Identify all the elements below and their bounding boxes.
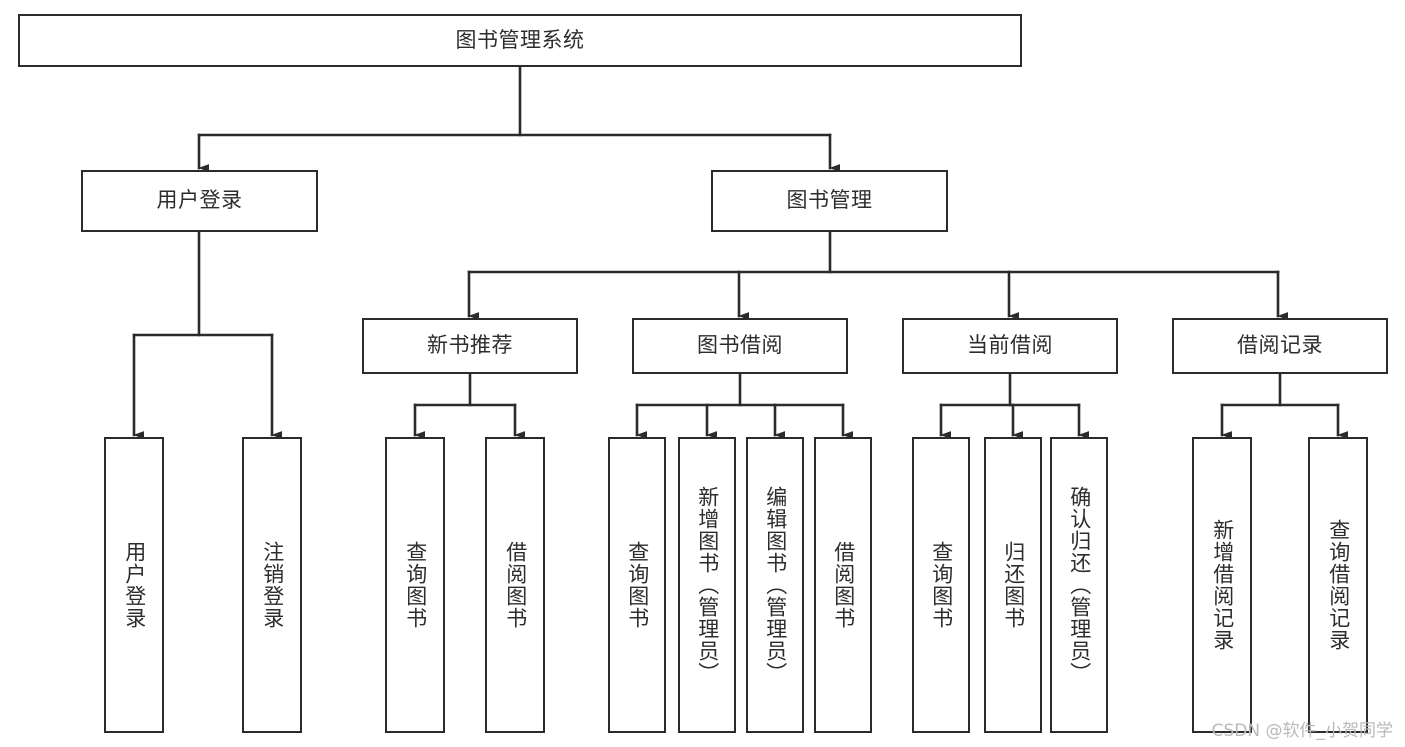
node-leaf-query-borrow-record[interactable]: 查询借阅记录 [1308, 437, 1368, 733]
node-leaf-borrow-book-label: 借阅图书 [831, 541, 856, 629]
node-root-label: 图书管理系统 [455, 27, 585, 52]
node-borrow-record[interactable]: 借阅记录 [1172, 318, 1388, 374]
node-leaf-query-book-recommend[interactable]: 查询图书 [385, 437, 445, 733]
node-book-management-label: 图书管理 [786, 188, 873, 213]
node-leaf-edit-book-admin-label: 编辑图书（管理员） [763, 486, 788, 684]
node-borrow-record-label: 借阅记录 [1237, 333, 1323, 358]
node-leaf-logout-label: 注销登录 [260, 541, 285, 629]
node-book-management[interactable]: 图书管理 [711, 170, 948, 232]
node-leaf-edit-book-admin[interactable]: 编辑图书（管理员） [746, 437, 804, 733]
node-leaf-return-book-label: 归还图书 [1001, 541, 1026, 629]
node-leaf-borrow-book-recommend[interactable]: 借阅图书 [485, 437, 545, 733]
node-leaf-add-borrow-record[interactable]: 新增借阅记录 [1192, 437, 1252, 733]
node-leaf-query-book-borrow-label: 查询图书 [625, 541, 650, 629]
node-current-borrow-label: 当前借阅 [967, 333, 1053, 358]
node-book-borrow[interactable]: 图书借阅 [632, 318, 848, 374]
node-leaf-return-book[interactable]: 归还图书 [984, 437, 1042, 733]
node-leaf-query-book-borrow[interactable]: 查询图书 [608, 437, 666, 733]
node-leaf-query-book-recommend-label: 查询图书 [403, 541, 428, 629]
node-leaf-query-borrow-record-label: 查询借阅记录 [1326, 519, 1351, 651]
node-leaf-user-login-label: 用户登录 [122, 541, 147, 629]
node-leaf-confirm-return-admin[interactable]: 确认归还（管理员） [1050, 437, 1108, 733]
node-leaf-borrow-book-recommend-label: 借阅图书 [503, 541, 528, 629]
node-leaf-borrow-book[interactable]: 借阅图书 [814, 437, 872, 733]
node-new-book-recommend[interactable]: 新书推荐 [362, 318, 578, 374]
node-leaf-add-book-admin[interactable]: 新增图书（管理员） [678, 437, 736, 733]
node-leaf-user-login[interactable]: 用户登录 [104, 437, 164, 733]
node-root[interactable]: 图书管理系统 [18, 14, 1022, 67]
node-leaf-logout[interactable]: 注销登录 [242, 437, 302, 733]
node-leaf-add-borrow-record-label: 新增借阅记录 [1210, 519, 1235, 651]
node-leaf-query-book-current[interactable]: 查询图书 [912, 437, 970, 733]
node-new-book-recommend-label: 新书推荐 [427, 333, 513, 358]
node-leaf-add-book-admin-label: 新增图书（管理员） [695, 486, 720, 684]
node-leaf-confirm-return-admin-label: 确认归还（管理员） [1067, 486, 1092, 684]
node-book-borrow-label: 图书借阅 [697, 333, 783, 358]
node-user-login[interactable]: 用户登录 [81, 170, 318, 232]
node-leaf-query-book-current-label: 查询图书 [929, 541, 954, 629]
node-current-borrow[interactable]: 当前借阅 [902, 318, 1118, 374]
node-user-login-label: 用户登录 [156, 188, 243, 213]
